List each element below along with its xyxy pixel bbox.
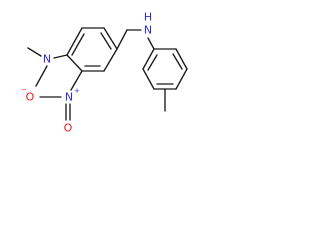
atom-n-dimethylamino: N: [43, 53, 51, 66]
nitro-n-charge: +: [74, 87, 80, 95]
atom-o-single-charge: −: [21, 86, 27, 94]
atom-n-amine: N: [144, 24, 152, 37]
bond-ring-nitro: [70, 70, 83, 91]
ring2-bond-5-inner: [172, 53, 183, 70]
ring1-bond-6: [66, 54, 83, 72]
atom-h-amine: H: [144, 11, 152, 24]
ring1-bond-4: [103, 48, 118, 72]
ring2-bond-1-inner: [147, 54, 158, 71]
ring1-bond-1: [66, 27, 83, 56]
atom-o-single: O: [26, 91, 35, 104]
bond-methyl-2-n: [35, 65, 48, 87]
ring2-bond-5: [175, 48, 188, 70]
bond-n-ring: [53, 54, 68, 59]
ring1-bond-3: [103, 27, 118, 50]
ring2-bond-2: [142, 68, 155, 90]
bond-methyl-1-n: [27, 47, 42, 57]
atom-o-double: O: [64, 122, 73, 135]
ring2-bond-1: [142, 48, 155, 70]
atom-n-nitro: N: [65, 91, 73, 104]
molecule-structure-diagram: N N H N + O O −: [21, 11, 188, 135]
ring1-bond-1-inner: [71, 33, 85, 56]
bond-ring-ch2: [116, 29, 128, 50]
ring1-bond-3-inner: [100, 32, 112, 50]
ring2-bond-4: [175, 68, 188, 90]
bond-nh-ring: [147, 37, 155, 50]
